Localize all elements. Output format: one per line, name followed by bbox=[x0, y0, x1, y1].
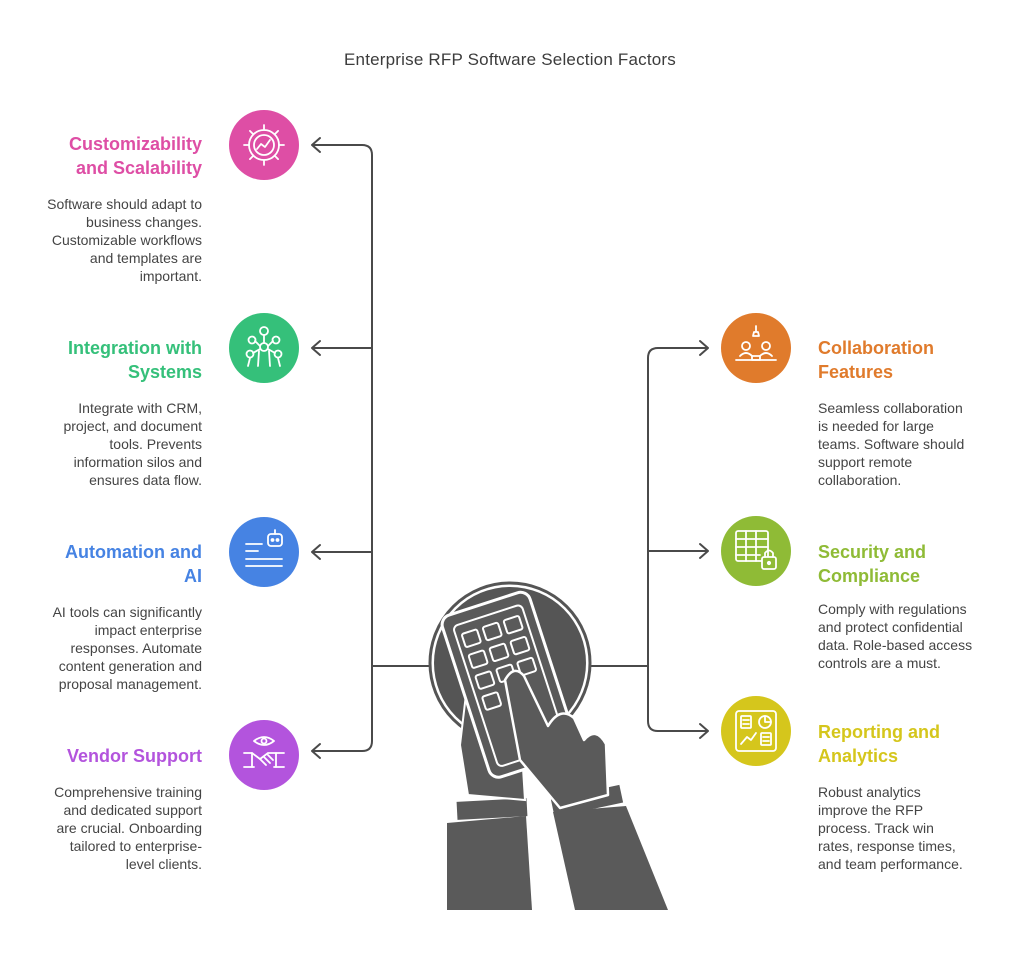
factor-description-line: responses. Automate bbox=[70, 640, 202, 656]
factor-description: Robust analytics improve the RFP process. … bbox=[818, 783, 988, 873]
factor-heading: Customizability and Scalability bbox=[69, 132, 202, 180]
team-meeting-icon bbox=[735, 325, 777, 361]
page-title: Enterprise RFP Software Selection Factor… bbox=[344, 50, 676, 69]
factor-heading-line: Integration with bbox=[68, 338, 202, 358]
factor-description-line: ensures data flow. bbox=[89, 472, 202, 488]
robot-document-icon bbox=[245, 529, 283, 567]
icon-layer bbox=[229, 110, 791, 790]
factor-description-line: content generation and bbox=[58, 658, 202, 674]
factor-description: Comprehensive training and dedicated supp… bbox=[12, 783, 202, 873]
gear-chart-icon bbox=[243, 124, 285, 166]
factor-description: Comply with regulations and protect confi… bbox=[818, 600, 988, 672]
factor-description-line: important. bbox=[139, 268, 202, 284]
hand-calculator-illustration bbox=[428, 581, 668, 910]
factor-description: AI tools can significantly impact enterpr… bbox=[12, 603, 202, 693]
right-branch-3 bbox=[657, 723, 709, 739]
dashboard-report-icon bbox=[735, 710, 777, 752]
factor-description-line: controls are a must. bbox=[818, 655, 941, 671]
factor-description-line: proposal management. bbox=[58, 676, 202, 692]
factor-description-line: business changes. bbox=[86, 214, 202, 230]
factor-description: Software should adapt to business changes… bbox=[12, 195, 202, 285]
factor-description-line: Customizable workflows bbox=[51, 232, 202, 248]
factor-description-line: and dedicated support bbox=[63, 802, 202, 818]
factor-heading: Vendor Support bbox=[67, 744, 202, 768]
factor-description-line: collaboration. bbox=[818, 472, 902, 488]
factor-description-line: and team performance. bbox=[818, 856, 963, 872]
factor-description-line: Robust analytics bbox=[818, 784, 921, 800]
left-branch-4 bbox=[311, 743, 363, 759]
factor-description-line: tools. Prevents bbox=[109, 436, 202, 452]
factor-description-line: are crucial. Onboarding bbox=[56, 820, 202, 836]
factor-description-line: information silos and bbox=[73, 454, 202, 470]
factor-heading-line: Collaboration bbox=[818, 338, 934, 358]
factor-heading-line: Security and bbox=[818, 542, 927, 562]
factor-description-line: support remote bbox=[818, 454, 913, 470]
factor-description-line: is needed for large bbox=[818, 418, 934, 434]
factor-icon-circle bbox=[229, 110, 299, 180]
factor-description-line: Software should adapt to bbox=[47, 196, 202, 212]
factor-description-line: Integrate with CRM, bbox=[78, 400, 202, 416]
handshake-icon bbox=[243, 736, 285, 768]
factor-icon-circle bbox=[721, 696, 791, 766]
factor-description: Seamless collaboration is needed for larg… bbox=[818, 399, 988, 489]
right-trunk bbox=[587, 347, 659, 732]
factor-heading-line: Analytics bbox=[818, 746, 899, 766]
factor-description-line: Seamless collaboration bbox=[818, 400, 963, 416]
factor-icon-circle bbox=[721, 313, 791, 383]
network-icon bbox=[245, 326, 283, 367]
factor-description-line: project, and document bbox=[63, 418, 202, 434]
factor-description-line: rates, response times, bbox=[818, 838, 956, 854]
factor-description-line: Comprehensive training bbox=[54, 784, 202, 800]
factor-description-line: AI tools can significantly bbox=[52, 604, 202, 620]
left-branch-3 bbox=[311, 544, 373, 560]
factor-description-line: tailored to enterprise- bbox=[69, 838, 202, 854]
factor-description-line: and templates are bbox=[89, 250, 202, 266]
factor-icon-circle bbox=[721, 516, 791, 586]
factor-description-line: process. Track win bbox=[818, 820, 934, 836]
factor-description-line: and protect confidential bbox=[818, 619, 963, 635]
factor-heading-line: Systems bbox=[127, 362, 202, 382]
factor-description-line: improve the RFP bbox=[818, 802, 924, 818]
factor-heading-line: Automation and bbox=[65, 542, 202, 562]
factor-heading-line: and Scalability bbox=[75, 158, 202, 178]
left-branch-1 bbox=[311, 137, 363, 153]
connector-lines bbox=[311, 137, 709, 759]
factor-description-line: impact enterprise bbox=[94, 622, 202, 638]
factor-heading-line: AI bbox=[184, 566, 202, 586]
factor-description-line: level clients. bbox=[125, 856, 202, 872]
factor-description-line: teams. Software should bbox=[818, 436, 965, 452]
factor-heading-line: Compliance bbox=[818, 566, 921, 586]
factor-description: Integrate with CRM, project, and document… bbox=[12, 399, 202, 489]
factor-icon-circle bbox=[229, 720, 299, 790]
left-branch-2 bbox=[311, 340, 373, 356]
factor-heading-line: Customizability bbox=[68, 134, 202, 154]
factor-heading-line: Reporting and bbox=[818, 722, 940, 742]
factor-heading-line: Vendor Support bbox=[67, 746, 202, 766]
left-trunk bbox=[361, 144, 435, 752]
factor-description-line: Comply with regulations bbox=[818, 601, 967, 617]
right-branch-1 bbox=[657, 340, 709, 356]
factor-heading-line: Features bbox=[818, 362, 894, 382]
spreadsheet-lock-icon bbox=[735, 530, 777, 570]
factor-description-line: data. Role-based access bbox=[818, 637, 973, 653]
right-branch-2 bbox=[647, 543, 709, 559]
factor-icon-circle bbox=[229, 313, 299, 383]
factor-icon-circle bbox=[229, 517, 299, 587]
